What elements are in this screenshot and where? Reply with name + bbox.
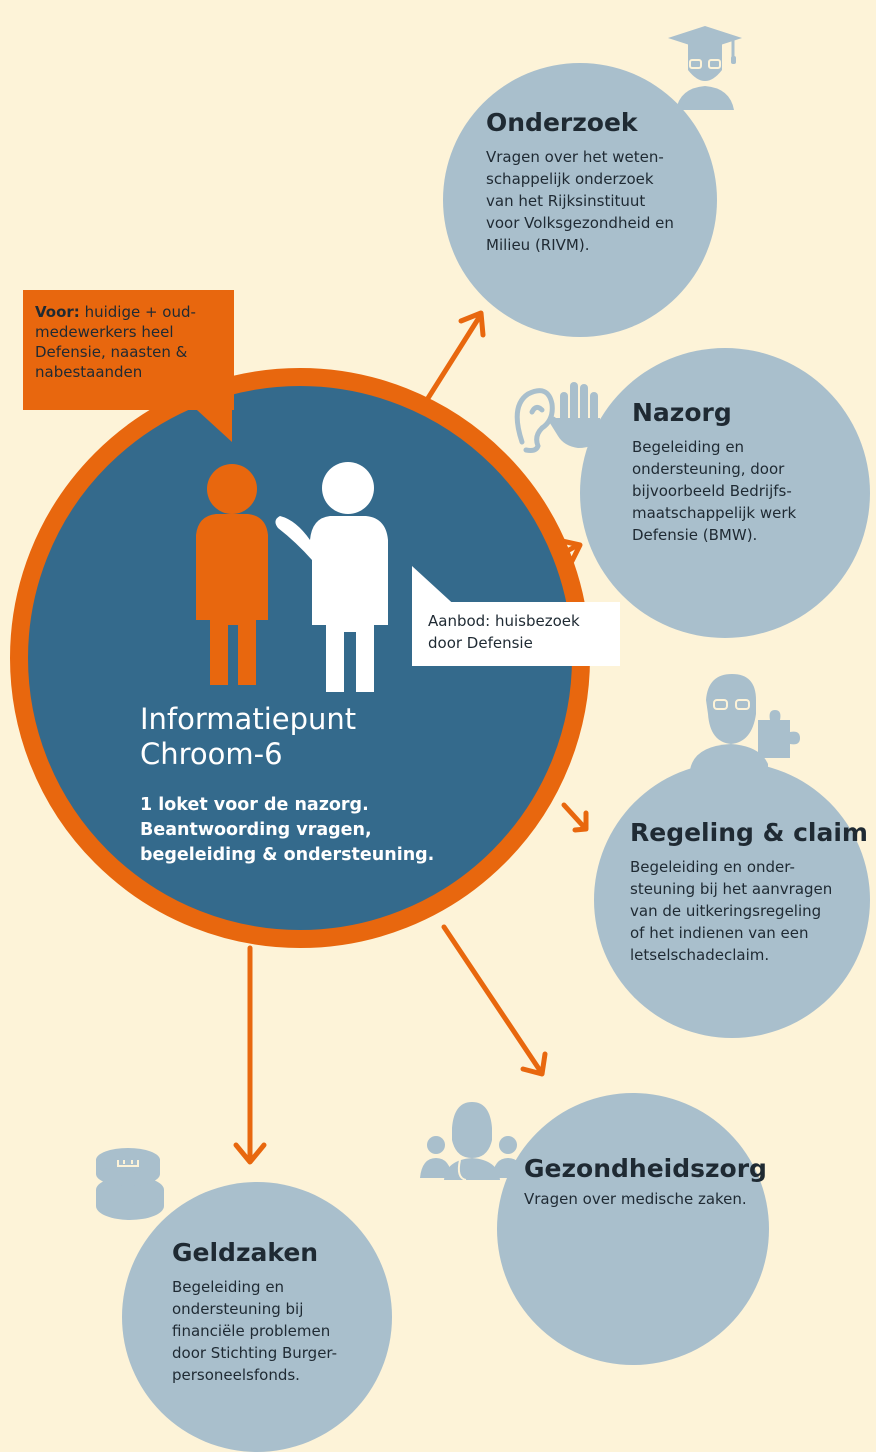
graduate-icon [668, 26, 742, 110]
nazorg-node: Nazorg Begeleiding en ondersteuning, doo… [632, 398, 796, 546]
coins-icon [96, 1148, 164, 1220]
doctor-icon [420, 1102, 524, 1181]
geldzaken-body: Begeleiding en ondersteuning bij financi… [172, 1278, 338, 1384]
onderzoek-body: Vragen over het weten- schappelijk onder… [486, 148, 674, 254]
geldzaken-circle [122, 1182, 392, 1452]
voor-bubble-tail [186, 400, 232, 442]
geldzaken-node: Geldzaken Begeleiding en ondersteuning b… [172, 1238, 337, 1386]
gezondheidszorg-title: Gezondheidszorg [524, 1154, 767, 1183]
hand-icon [548, 382, 600, 448]
main-title: Informatiepunt Chroom-6 [140, 702, 357, 771]
gezondheidszorg-circle [497, 1093, 769, 1365]
voor-callout: Voor: huidige + oud-medewerkers heel Def… [23, 290, 234, 410]
voor-text: huidige + oud-medewerkers heel Defensie,… [35, 303, 196, 381]
main-subtitle: 1 loket voor de nazorg. Beantwoording vr… [140, 795, 435, 865]
orange-person-icon [196, 464, 268, 685]
lawyer-puzzle-icon [690, 674, 800, 770]
nazorg-circle [580, 348, 870, 638]
aanbod-callout: Aanbod: huisbezoek door Defensie [412, 602, 620, 666]
nazorg-title: Nazorg [632, 398, 732, 427]
onderzoek-title: Onderzoek [486, 108, 638, 137]
nazorg-body: Begeleiding en ondersteuning, door bijvo… [632, 438, 797, 544]
regeling-node: Regeling & claim Begeleiding en onder- s… [630, 818, 868, 966]
gezondheidszorg-node: Gezondheidszorg Vragen over medische zak… [524, 1154, 767, 1210]
regeling-title: Regeling & claim [630, 818, 868, 847]
onderzoek-circle [443, 63, 717, 337]
onderzoek-node: Onderzoek Vragen over het weten- schappe… [486, 108, 674, 256]
regeling-circle [594, 762, 870, 1038]
ear-hand-icon [514, 388, 555, 453]
aanbod-bubble-tail [412, 566, 460, 610]
white-person-icon [275, 462, 388, 692]
voor-label: Voor: [35, 303, 80, 321]
arrow-gezondheidszorg [441, 924, 544, 1075]
regeling-body: Begeleiding en onder- steuning bij het a… [630, 858, 833, 964]
gezondheidszorg-body: Vragen over medische zaken. [524, 1190, 747, 1208]
arrow-regeling [561, 802, 587, 830]
geldzaken-title: Geldzaken [172, 1238, 319, 1267]
